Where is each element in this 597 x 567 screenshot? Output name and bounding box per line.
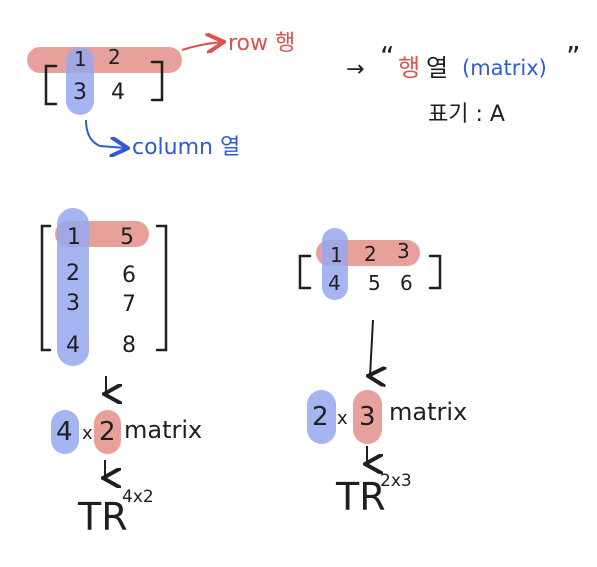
cell-4-1: 4 — [66, 333, 80, 358]
cell-1-2: 5 — [120, 225, 134, 250]
cell-2-2: 6 — [122, 263, 136, 288]
row-label: row 행 — [228, 31, 295, 56]
dimension-4x2: 4 x 2 matrix — [51, 410, 202, 454]
column-arrow — [85, 119, 126, 148]
column-label: column 열 — [132, 135, 240, 160]
rows-count-highlight-2x3 — [307, 390, 336, 444]
rows-count-highlight — [51, 410, 79, 454]
left-bracket — [44, 64, 58, 106]
rows-count-2x3: 2 — [312, 402, 329, 432]
arrow-2x3-down — [370, 319, 373, 376]
right-bracket-4x2 — [155, 224, 168, 352]
word-haeng: 행 — [398, 54, 420, 82]
cols-count-highlight — [94, 410, 121, 454]
matrix-2x3: 1 2 3 4 5 6 — [298, 228, 442, 300]
right-bracket-2x3 — [428, 254, 442, 290]
right-bracket — [150, 60, 164, 102]
column-highlight-4x2 — [57, 208, 89, 366]
times-sign: x — [82, 423, 93, 444]
cell-3-2: 7 — [122, 292, 136, 317]
space-exp-4x2: 4x2 — [122, 487, 154, 507]
notation-label: 표기 : A — [428, 102, 505, 127]
example-matrix: 1 2 3 4 — [27, 45, 182, 115]
column-highlight-2x3 — [322, 228, 348, 300]
row-arrow — [181, 42, 222, 50]
word-yeol: 열 — [426, 54, 448, 82]
cell-r2c1: 3 — [73, 80, 87, 105]
cell-2x3-2-3: 6 — [400, 271, 413, 295]
left-bracket-2x3 — [298, 254, 312, 290]
cell-2x3-1-3: 3 — [397, 239, 410, 263]
cols-count-2x3: 3 — [359, 402, 376, 432]
cell-2x3-1-1: 1 — [330, 243, 343, 267]
cell-r1c1: 1 — [74, 47, 87, 71]
cell-r1c2: 2 — [108, 45, 121, 69]
open-quote: “ — [380, 40, 395, 73]
cols-count: 2 — [99, 417, 116, 447]
cell-r2c2: 4 — [111, 80, 125, 105]
cell-2x3-1-2: 2 — [364, 242, 377, 266]
definition: → “ 행 열 (matrix) ” 표기 : A — [346, 40, 581, 127]
cell-3-1: 3 — [66, 291, 80, 316]
times-sign-2x3: x — [337, 408, 348, 429]
cell-4-2: 8 — [122, 333, 136, 358]
space-base-2x3: TR — [335, 475, 386, 519]
row-highlight — [27, 47, 182, 73]
matrix-4x2: 1 5 2 6 3 7 4 8 — [40, 208, 168, 366]
cell-2x3-2-2: 5 — [368, 271, 381, 295]
space-exp-2x3: 2x3 — [380, 471, 412, 491]
left-bracket-4x2 — [40, 224, 52, 352]
close-quote: ” — [566, 40, 581, 73]
column-highlight — [66, 47, 94, 115]
dimension-2x3: 2 x 3 matrix — [307, 390, 467, 444]
cols-count-highlight-2x3 — [353, 390, 382, 444]
definition-arrow: → — [346, 57, 364, 82]
space-base-4x2: TR — [77, 495, 128, 539]
cell-2-1: 2 — [66, 261, 80, 286]
matrix-english: (matrix) — [462, 56, 547, 80]
rows-count: 4 — [56, 417, 73, 447]
matrix-word: matrix — [124, 416, 202, 444]
matrix-word-2x3: matrix — [389, 398, 467, 426]
cell-1-1: 1 — [67, 225, 81, 250]
cell-2x3-2-1: 4 — [328, 271, 341, 295]
